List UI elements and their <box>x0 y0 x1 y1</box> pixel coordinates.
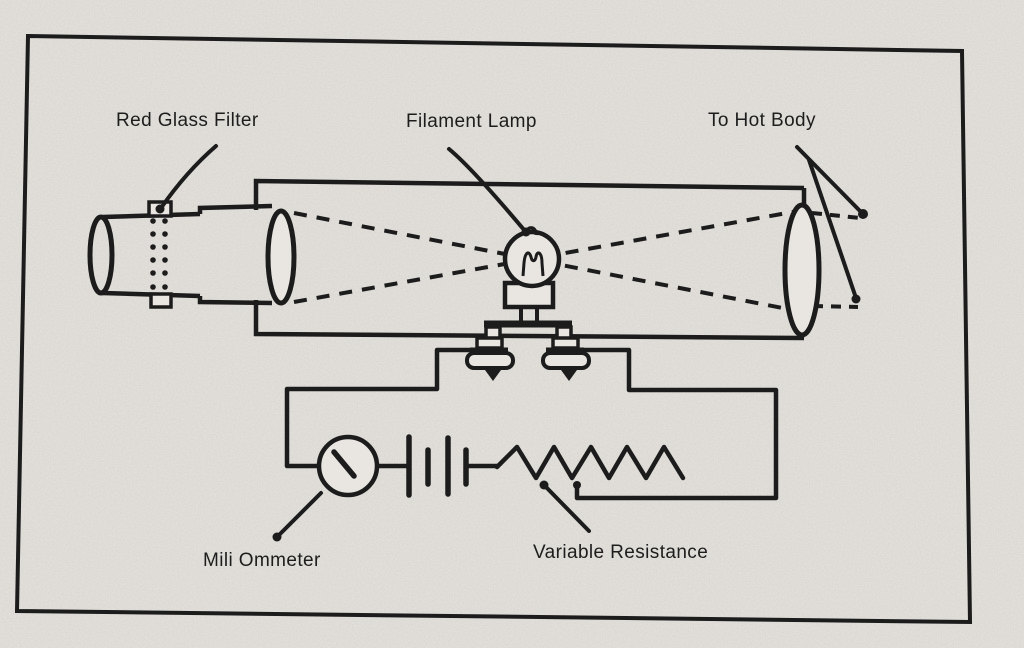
battery-cells <box>406 434 469 498</box>
rheostat-tap-dot <box>573 481 581 489</box>
to-hot-body-label: To Hot Body <box>708 110 816 131</box>
tube-top-and-left <box>253 178 805 210</box>
leader-to-hot-body-short <box>795 145 864 215</box>
filament-lamp-label: Filament Lamp <box>406 111 537 132</box>
red-glass-filter-label: Red Glass Filter <box>116 110 259 131</box>
ray-dashed-beyond-lens-top <box>811 211 861 220</box>
telescope-tube <box>253 178 822 341</box>
eyepiece-aperture <box>87 214 115 296</box>
eyepiece-lens <box>265 208 297 306</box>
filament-lamp <box>465 226 591 381</box>
rheostat-zigzag <box>494 444 686 481</box>
measuring-circuit <box>284 347 779 501</box>
wire-left-loop <box>284 347 470 469</box>
lamp-terminal-left <box>465 336 515 381</box>
red-glass-filter-dots <box>150 218 168 290</box>
lamp-terminal-right <box>541 336 591 381</box>
tube-bottom-and-left <box>253 300 805 341</box>
leader-variable-resistance <box>542 483 591 533</box>
milliammeter-needle <box>331 449 357 479</box>
ray-dashed-beyond-lens-bottom <box>812 304 859 309</box>
lamp-filament <box>521 251 545 277</box>
leader-milliammeter <box>275 491 323 539</box>
eyepiece-body-top <box>197 203 273 214</box>
eyepiece-body-bottom <box>197 296 273 306</box>
variable-resistance-label: Variable Resistance <box>533 542 709 563</box>
wire-right-loop <box>574 347 779 501</box>
leader-red-glass-filter <box>159 144 218 210</box>
figure-border <box>14 33 973 625</box>
objective-lens <box>782 202 822 338</box>
filter-mount-bottom <box>149 292 173 309</box>
milliammeter-label: Mili Ommeter <box>203 550 321 571</box>
leader-filament-lamp <box>447 147 527 233</box>
leader-lines <box>155 144 868 542</box>
leader-to-hot-body-long <box>807 158 858 300</box>
